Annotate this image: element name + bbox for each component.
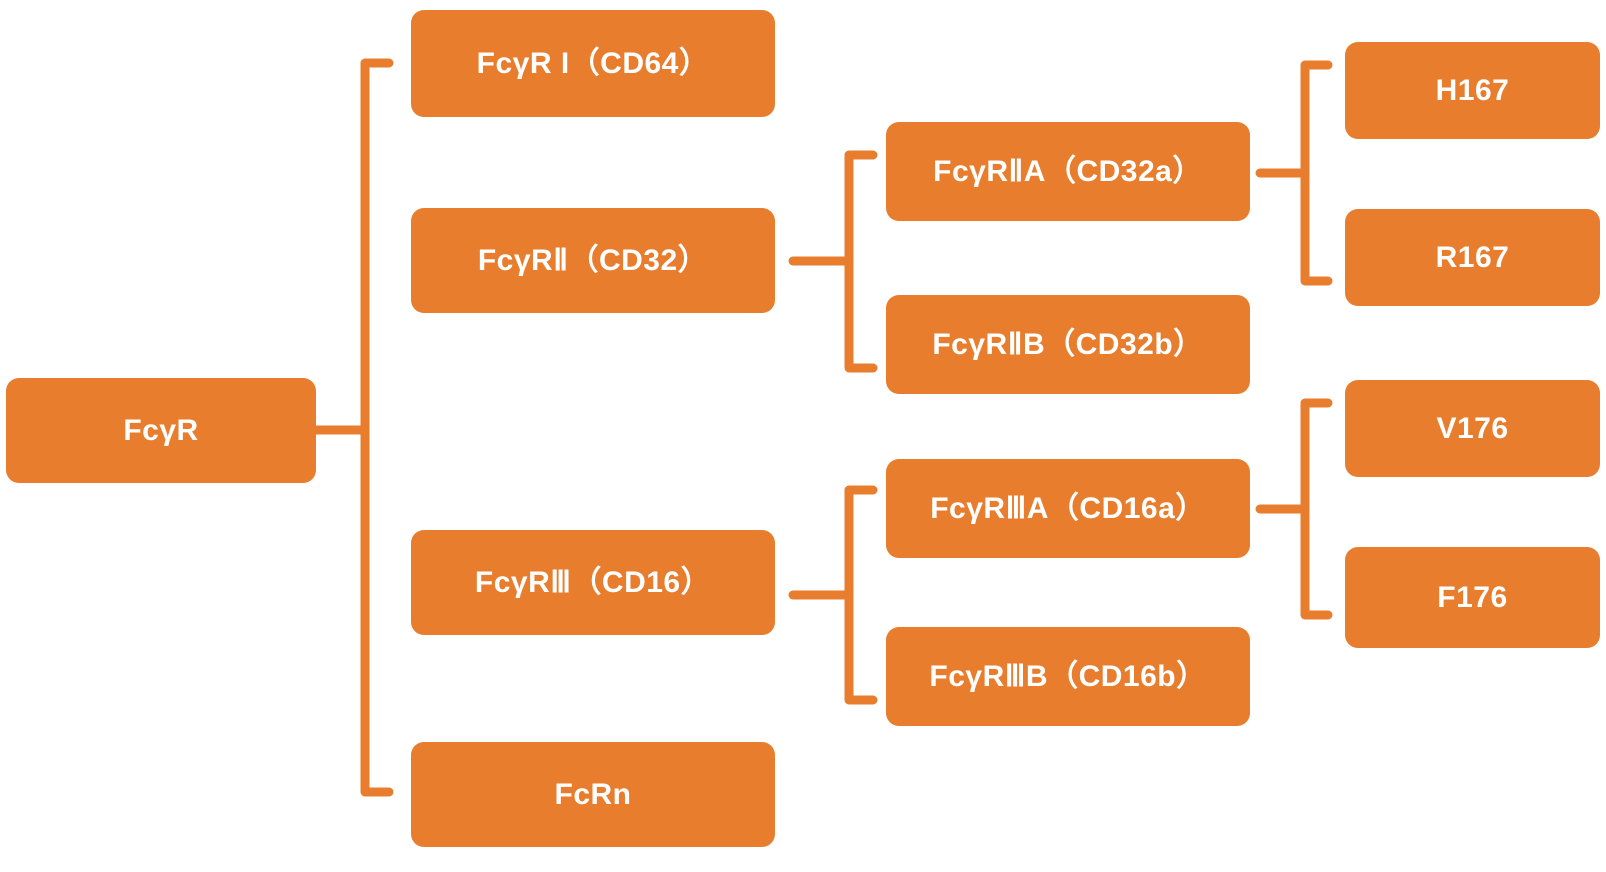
node-fcgr3a-cd16a[interactable]: FcγRⅢA（CD16a） xyxy=(886,459,1250,558)
node-r167[interactable]: R167 xyxy=(1345,209,1600,306)
node-fcgr3b-cd16b[interactable]: FcγRⅢB（CD16b） xyxy=(886,627,1250,726)
node-label: FcγRⅡA（CD32a） xyxy=(933,155,1203,188)
node-f176[interactable]: F176 xyxy=(1345,547,1600,648)
node-fcgr3-cd16[interactable]: FcγRⅢ（CD16） xyxy=(411,530,775,635)
node-fcgr1-cd64[interactable]: FcγR I（CD64） xyxy=(411,10,775,117)
node-label: FcRn xyxy=(554,778,632,811)
node-fcgr2-cd32[interactable]: FcγRⅡ（CD32） xyxy=(411,208,775,313)
node-fcgr-root[interactable]: FcγR xyxy=(6,378,316,483)
node-label: V176 xyxy=(1436,412,1509,445)
node-v176[interactable]: V176 xyxy=(1345,380,1600,477)
root-to-level2-bracket xyxy=(311,58,394,797)
node-label: FcγR xyxy=(123,414,199,447)
node-label: FcγRⅢA（CD16a） xyxy=(930,492,1206,525)
node-label: FcγRⅡB（CD32b） xyxy=(932,328,1204,361)
node-fcgr2b-cd32b[interactable]: FcγRⅡB（CD32b） xyxy=(886,295,1250,394)
node-fcrn[interactable]: FcRn xyxy=(411,742,775,847)
cd16a-bracket xyxy=(1255,398,1333,620)
node-label: FcγR I（CD64） xyxy=(476,47,710,80)
node-fcgr2a-cd32a[interactable]: FcγRⅡA（CD32a） xyxy=(886,122,1250,221)
cd32-bracket xyxy=(788,150,878,373)
node-label: FcγRⅢ（CD16） xyxy=(474,566,712,599)
node-label: F176 xyxy=(1437,581,1508,614)
cd16-bracket xyxy=(788,485,878,705)
node-h167[interactable]: H167 xyxy=(1345,42,1600,139)
cd32a-bracket xyxy=(1255,60,1333,286)
node-label: FcγRⅡ（CD32） xyxy=(477,244,709,277)
node-label: R167 xyxy=(1435,241,1510,274)
node-label: FcγRⅢB（CD16b） xyxy=(929,660,1207,693)
node-label: H167 xyxy=(1435,74,1510,107)
